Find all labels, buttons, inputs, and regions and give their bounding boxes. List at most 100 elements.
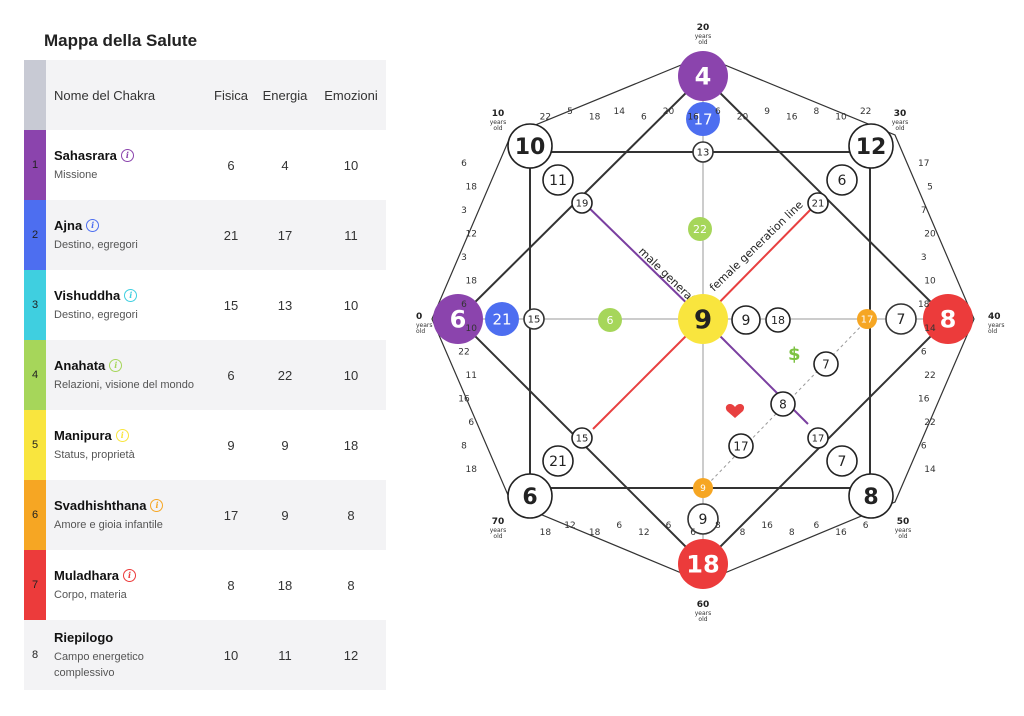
outer-number: 8 bbox=[740, 528, 746, 538]
right-inner-node-label: 7 bbox=[897, 312, 906, 328]
br-small-node-circle bbox=[807, 427, 829, 449]
outer-number: 14 bbox=[614, 107, 626, 117]
outer-number: 14 bbox=[924, 324, 936, 334]
br-small-node-label: 17 bbox=[812, 434, 825, 445]
outer-number: 6 bbox=[690, 528, 696, 538]
value-fisica: 21 bbox=[223, 227, 239, 243]
info-icon[interactable]: i bbox=[115, 428, 129, 442]
value-emozioni: 18 bbox=[343, 437, 359, 453]
tl-inner-node-circle bbox=[542, 164, 574, 196]
bottom-inner-node-label: 9 bbox=[699, 512, 708, 528]
chakra-description: Missione bbox=[54, 168, 98, 181]
value-emozioni: 11 bbox=[344, 227, 358, 243]
age-label: 10 bbox=[492, 109, 505, 119]
outer-number: 22 bbox=[924, 418, 935, 428]
right-b-node-label: 18 bbox=[771, 314, 785, 327]
info-icon[interactable]: i bbox=[150, 498, 164, 512]
chakra-name: Ajna bbox=[54, 217, 83, 233]
header-name: Nome del Chakra bbox=[54, 87, 156, 103]
outer-number: 18 bbox=[918, 300, 930, 310]
tr-small-node-circle bbox=[807, 192, 829, 214]
corner-tl-node-label: 10 bbox=[515, 135, 546, 160]
value-fisica: 8 bbox=[227, 577, 235, 593]
outer-number: 18 bbox=[589, 528, 601, 538]
chakra-table: Nome del Chakra Fisica Energia Emozioni … bbox=[24, 60, 386, 690]
outer-number: 18 bbox=[540, 528, 552, 538]
female-line bbox=[702, 201, 819, 320]
male-line bbox=[582, 201, 704, 320]
right-a-node-circle bbox=[731, 305, 761, 335]
age-years: years bbox=[895, 527, 912, 534]
chakra-swatch: 6 bbox=[24, 480, 46, 550]
top-small-node-label: 13 bbox=[697, 148, 710, 159]
outer-number: 20 bbox=[663, 107, 675, 117]
value-fisica: 17 bbox=[223, 507, 239, 523]
health-map-panel: Mappa della Salute bbox=[24, 22, 386, 54]
value-energia: 17 bbox=[277, 227, 293, 243]
left-small-node-label: 15 bbox=[528, 315, 541, 326]
value-energia: 13 bbox=[277, 297, 293, 313]
outer-number: 16 bbox=[835, 528, 847, 538]
chakra-name: Sahasrara bbox=[54, 147, 117, 163]
value-energia: 9 bbox=[281, 437, 289, 453]
tr-inner-node-label: 6 bbox=[838, 173, 847, 189]
value-energia: 18 bbox=[277, 577, 293, 593]
value-fisica: 10 bbox=[223, 647, 239, 663]
outer-number: 6 bbox=[468, 418, 474, 428]
info-icon[interactable]: i bbox=[120, 148, 134, 162]
tl-inner-node-label: 11 bbox=[549, 173, 567, 189]
outer-number: 22 bbox=[458, 347, 469, 357]
info-icon[interactable]: i bbox=[86, 218, 100, 232]
heart-icon bbox=[725, 404, 745, 418]
age-old: old bbox=[493, 125, 502, 132]
outer-number: 16 bbox=[918, 395, 930, 405]
age-old: old bbox=[698, 39, 707, 46]
info-icon[interactable]: i bbox=[124, 288, 138, 302]
mid-left-node-circle bbox=[598, 308, 622, 332]
left-small-node-circle bbox=[523, 308, 545, 330]
age-years: years bbox=[490, 119, 507, 126]
outer-number: 6 bbox=[921, 347, 927, 357]
right-node-circle bbox=[923, 294, 973, 344]
header-emozioni: Emozioni bbox=[324, 87, 378, 103]
chakra-swatch: 1 bbox=[24, 130, 46, 200]
bl-inner-node-label: 21 bbox=[549, 454, 567, 470]
corner-bl-node-circle bbox=[507, 473, 553, 519]
value-fisica: 6 bbox=[227, 157, 235, 173]
info-icon[interactable]: i bbox=[109, 358, 123, 372]
outer-number: 18 bbox=[465, 277, 477, 287]
outer-number: 22 bbox=[924, 371, 935, 381]
value-energia: 4 bbox=[281, 157, 289, 173]
chakra-description: Campo energetico complessivo bbox=[54, 650, 144, 679]
value-fisica: 6 bbox=[227, 367, 235, 383]
left-inner-node-label: 21 bbox=[492, 310, 511, 328]
bl-inner-node-circle bbox=[542, 445, 574, 477]
female-line-label: female generation line bbox=[707, 198, 806, 294]
info-icon[interactable]: i bbox=[123, 568, 137, 582]
chakra-description: Amore e gioia infantile bbox=[54, 518, 163, 531]
right-node-label: 8 bbox=[940, 306, 957, 334]
chakra-name: Riepilogo bbox=[54, 629, 114, 645]
outer-number: 6 bbox=[863, 521, 869, 531]
right-inner-node-circle bbox=[885, 303, 917, 335]
outer-number: 18 bbox=[465, 182, 477, 192]
corner-bl-node-label: 6 bbox=[522, 485, 537, 510]
top-inner-node-circle bbox=[686, 102, 720, 136]
age-old: old bbox=[898, 533, 907, 540]
outer-number: 16 bbox=[687, 112, 699, 122]
value-emozioni: 8 bbox=[347, 507, 355, 523]
age-years: years bbox=[892, 119, 909, 126]
header-swatch bbox=[24, 60, 46, 130]
outer-number: 10 bbox=[465, 324, 477, 334]
diag3-node-label: 17 bbox=[733, 439, 748, 453]
outer-number: 12 bbox=[465, 230, 476, 240]
outer-number: 6 bbox=[921, 442, 927, 452]
outer-number: 7 bbox=[921, 206, 927, 216]
bottom-small-node-circle bbox=[693, 478, 713, 498]
right-small-node-circle bbox=[857, 309, 877, 329]
outer-number: 16 bbox=[786, 112, 798, 122]
outer-number: 11 bbox=[465, 371, 476, 381]
